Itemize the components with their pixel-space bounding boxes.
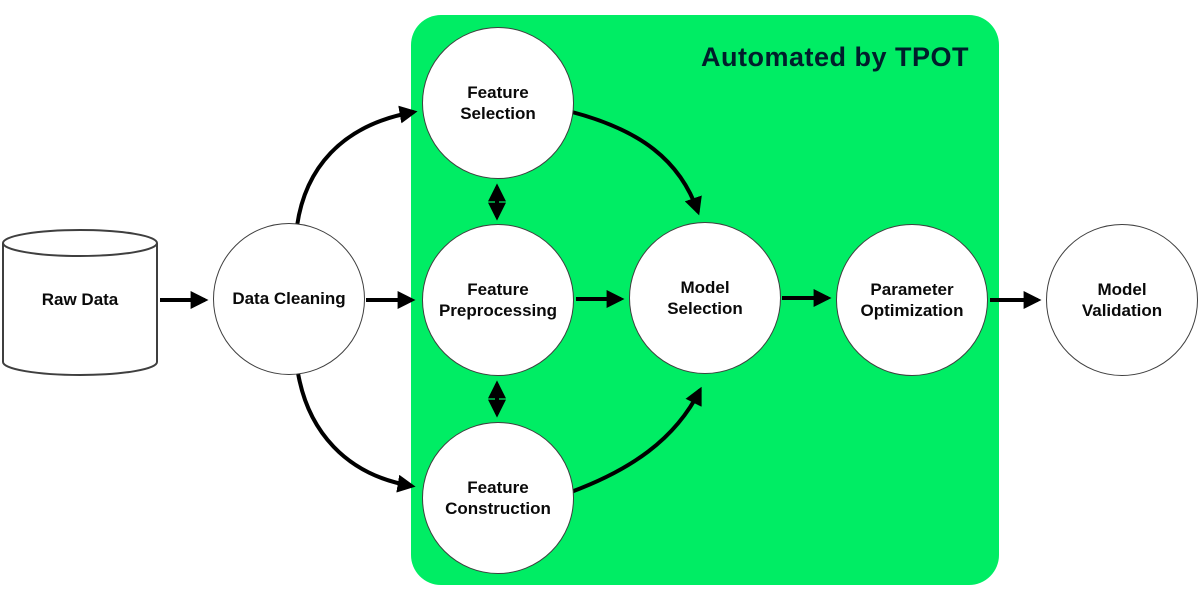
automated-by-tpot-title: Automated by TPOT: [700, 42, 969, 72]
node-feature-selection: Feature Selection: [422, 27, 574, 179]
edge-datacleaning-to-featureconstruction: [296, 372, 416, 493]
node-data-cleaning: Data Cleaning: [213, 223, 365, 375]
node-data-cleaning-label: Data Cleaning: [232, 289, 346, 309]
node-raw-data-label: Raw Data: [41, 290, 119, 310]
node-feature-construction: Feature Construction: [422, 422, 574, 574]
node-parameter-optimization: Parameter Optimization: [836, 224, 988, 376]
edge-featureconstruction-to-modelselection: [570, 386, 702, 494]
edge-datacleaning-to-featureselection: [295, 105, 418, 227]
node-model-validation: Model Validation: [1046, 224, 1198, 376]
node-feature-preprocessing: Feature Preprocessing: [422, 224, 574, 376]
node-model-selection: Model Selection: [629, 222, 781, 374]
node-raw-data: Raw Data: [5, 280, 155, 320]
raw-data-cylinder-shape: [2, 229, 158, 376]
edge-featureselection-to-modelselection: [571, 110, 702, 216]
